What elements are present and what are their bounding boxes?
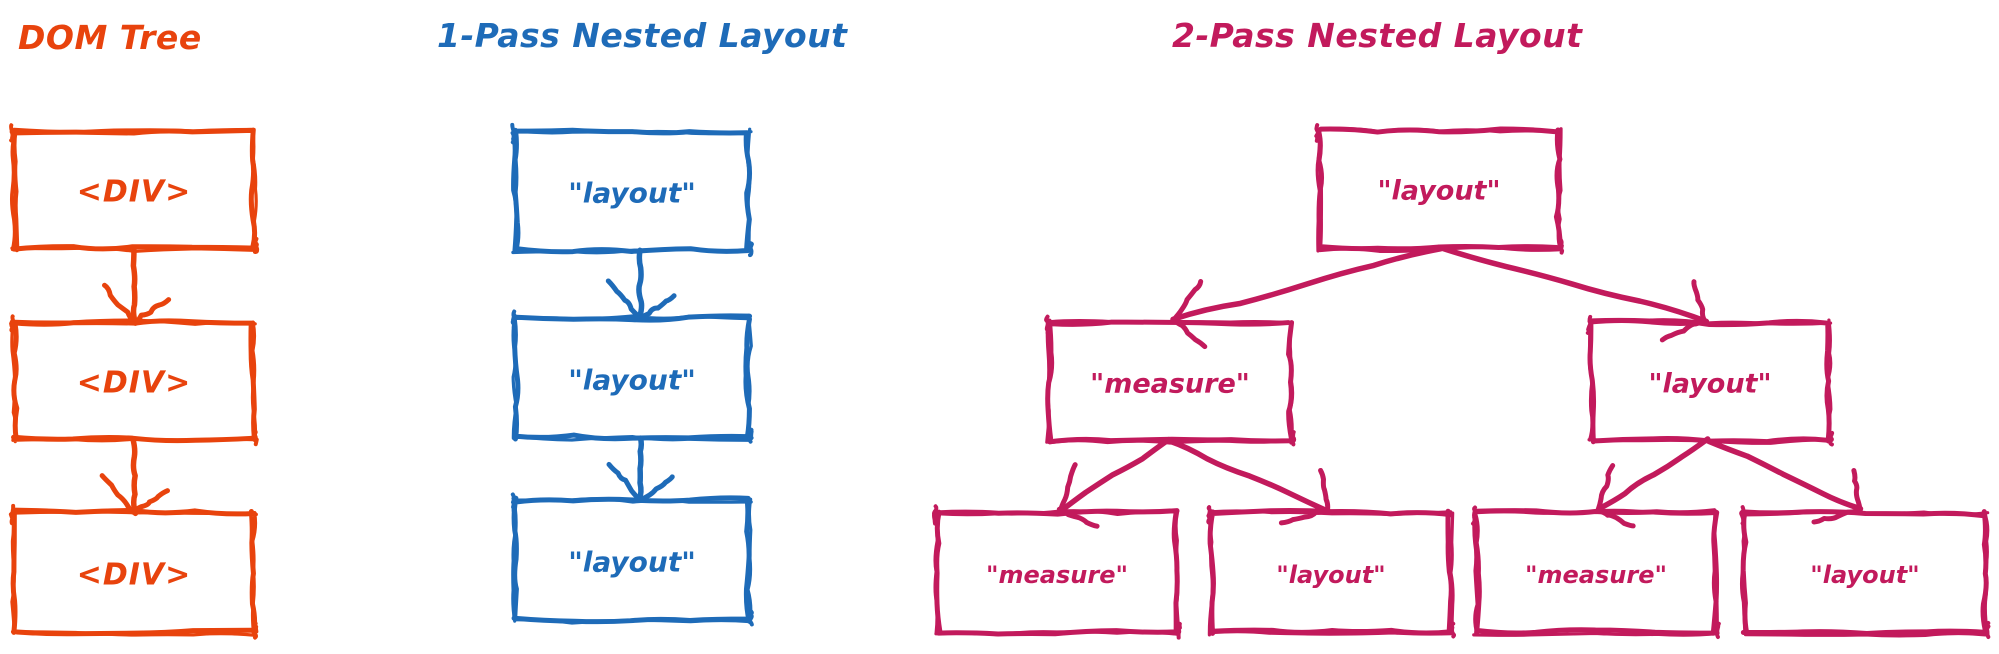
node-label-one-pass-nested-layout-0: "layout" — [568, 176, 696, 210]
node-box-two-pass-nested-layout-4-outline — [1207, 508, 1454, 636]
node-box-two-pass-nested-layout-5-outline — [1472, 508, 1720, 637]
node-box-dom-tree-2-outline — [10, 510, 258, 637]
node-box-two-pass-nested-layout-6-corner-tick — [1985, 620, 1991, 640]
node-box-two-pass-nested-layout-4-corner-tick — [1206, 505, 1212, 525]
node-label-one-pass-nested-layout-1: "layout" — [568, 363, 696, 396]
arrow-two-pass-nested-layout-2-shaft — [1058, 436, 1172, 514]
node-box-two-pass-nested-layout-3-outline — [933, 509, 1181, 637]
arrow-one-pass-nested-layout-1-shaft — [636, 435, 645, 503]
node-label-dom-tree-0: <DIV> — [76, 174, 192, 209]
node-box-two-pass-nested-layout-0-corner-tick — [1314, 123, 1321, 143]
node-label-two-pass-nested-layout-5: "measure" — [1525, 560, 1667, 589]
node-box-one-pass-nested-layout-1-outline — [511, 313, 753, 442]
node-box-two-pass-nested-layout-2-outline — [1587, 318, 1833, 445]
node-box-two-pass-nested-layout-2-corner-tick — [1585, 314, 1593, 335]
node-label-dom-tree-2: <DIV> — [76, 557, 192, 592]
node-box-one-pass-nested-layout-0-corner-tick — [510, 122, 516, 145]
node-box-two-pass-nested-layout-5-corner-tick — [1471, 505, 1478, 526]
arrow-dom-tree-0-head — [102, 282, 137, 324]
arrow-two-pass-nested-layout-1-shaft — [1436, 244, 1710, 325]
node-box-two-pass-nested-layout-6-outline — [1739, 509, 1990, 638]
node-box-one-pass-nested-layout-2-outline — [511, 497, 753, 625]
arrow-one-pass-nested-layout-0-shaft — [636, 247, 645, 321]
arrow-dom-tree-0-head — [132, 297, 172, 326]
node-box-two-pass-nested-layout-4-corner-tick — [1449, 621, 1457, 639]
node-box-two-pass-nested-layout-0-corner-tick — [1558, 238, 1565, 255]
node-box-two-pass-nested-layout-2-corner-tick — [1828, 430, 1835, 447]
node-box-dom-tree-2-corner-tick — [8, 503, 16, 526]
node-box-two-pass-nested-layout-1-corner-tick — [1290, 430, 1297, 447]
node-box-one-pass-nested-layout-0-outline — [511, 127, 753, 255]
node-label-two-pass-nested-layout-4: "layout" — [1276, 560, 1386, 589]
node-box-dom-tree-0-corner-tick — [9, 123, 15, 143]
arrow-one-pass-nested-layout-1-head — [638, 474, 675, 503]
arrow-two-pass-nested-layout-5-head — [1851, 468, 1863, 514]
node-box-one-pass-nested-layout-1-corner-tick — [510, 309, 517, 330]
arrow-two-pass-nested-layout-0-shaft — [1170, 246, 1444, 323]
node-box-one-pass-nested-layout-2-corner-tick — [747, 609, 754, 627]
arrow-one-pass-nested-layout-0-head — [605, 278, 643, 321]
arrow-dom-tree-0-shaft — [130, 246, 138, 325]
arrow-two-pass-nested-layout-4-head — [1595, 463, 1616, 514]
node-box-dom-tree-2-corner-tick — [253, 621, 259, 640]
arrow-two-pass-nested-layout-3-shaft — [1165, 437, 1332, 515]
column-title-one-pass-nested-layout: 1-Pass Nested Layout — [437, 16, 848, 55]
arrow-two-pass-nested-layout-5-shaft — [1706, 438, 1864, 512]
node-label-two-pass-nested-layout-0: "layout" — [1377, 175, 1501, 207]
node-box-two-pass-nested-layout-4-outline — [1207, 509, 1455, 637]
node-box-dom-tree-0-outline — [11, 127, 258, 253]
node-label-two-pass-nested-layout-3: "measure" — [986, 560, 1128, 589]
node-label-two-pass-nested-layout-1: "measure" — [1090, 368, 1250, 399]
node-box-two-pass-nested-layout-3-corner-tick — [931, 504, 939, 526]
arrow-two-pass-nested-layout-1-head — [1691, 279, 1708, 323]
node-box-two-pass-nested-layout-5-corner-tick — [1714, 621, 1721, 640]
node-label-two-pass-nested-layout-2: "layout" — [1648, 368, 1772, 399]
node-box-two-pass-nested-layout-0-outline — [1315, 126, 1563, 254]
node-box-one-pass-nested-layout-2-corner-tick — [510, 492, 516, 513]
node-label-one-pass-nested-layout-2: "layout" — [568, 545, 696, 579]
node-box-dom-tree-0-corner-tick — [253, 236, 260, 255]
arrow-one-pass-nested-layout-1-head — [606, 461, 644, 503]
node-box-dom-tree-1-corner-tick — [252, 428, 259, 447]
node-label-dom-tree-1: <DIV> — [76, 365, 192, 400]
node-box-one-pass-nested-layout-1-corner-tick — [748, 427, 754, 444]
arrow-dom-tree-1-head — [99, 473, 136, 515]
node-box-one-pass-nested-layout-1-outline — [511, 313, 753, 442]
node-box-dom-tree-1-corner-tick — [9, 314, 15, 334]
node-label-two-pass-nested-layout-6: "layout" — [1810, 560, 1920, 589]
node-box-two-pass-nested-layout-1-outline — [1045, 319, 1295, 445]
column-title-two-pass-nested-layout: 2-Pass Nested Layout — [1172, 16, 1583, 55]
arrow-dom-tree-1-head — [131, 488, 170, 515]
node-box-one-pass-nested-layout-0-corner-tick — [748, 241, 754, 258]
column-title-dom-tree: DOM Tree — [18, 18, 202, 57]
node-box-dom-tree-1-outline — [10, 318, 258, 444]
node-box-two-pass-nested-layout-6-corner-tick — [1739, 505, 1746, 526]
arrow-two-pass-nested-layout-4-shaft — [1596, 436, 1711, 512]
node-box-dom-tree-0-outline — [9, 127, 258, 253]
arrow-two-pass-nested-layout-3-head — [1318, 467, 1331, 512]
node-box-two-pass-nested-layout-1-corner-tick — [1044, 314, 1051, 335]
arrow-two-pass-nested-layout-0-head — [1170, 278, 1204, 324]
arrow-two-pass-nested-layout-2-head — [1058, 462, 1078, 513]
arrow-one-pass-nested-layout-0-head — [636, 293, 677, 321]
arrow-dom-tree-1-shaft — [130, 435, 139, 517]
node-box-two-pass-nested-layout-3-corner-tick — [1176, 621, 1182, 640]
